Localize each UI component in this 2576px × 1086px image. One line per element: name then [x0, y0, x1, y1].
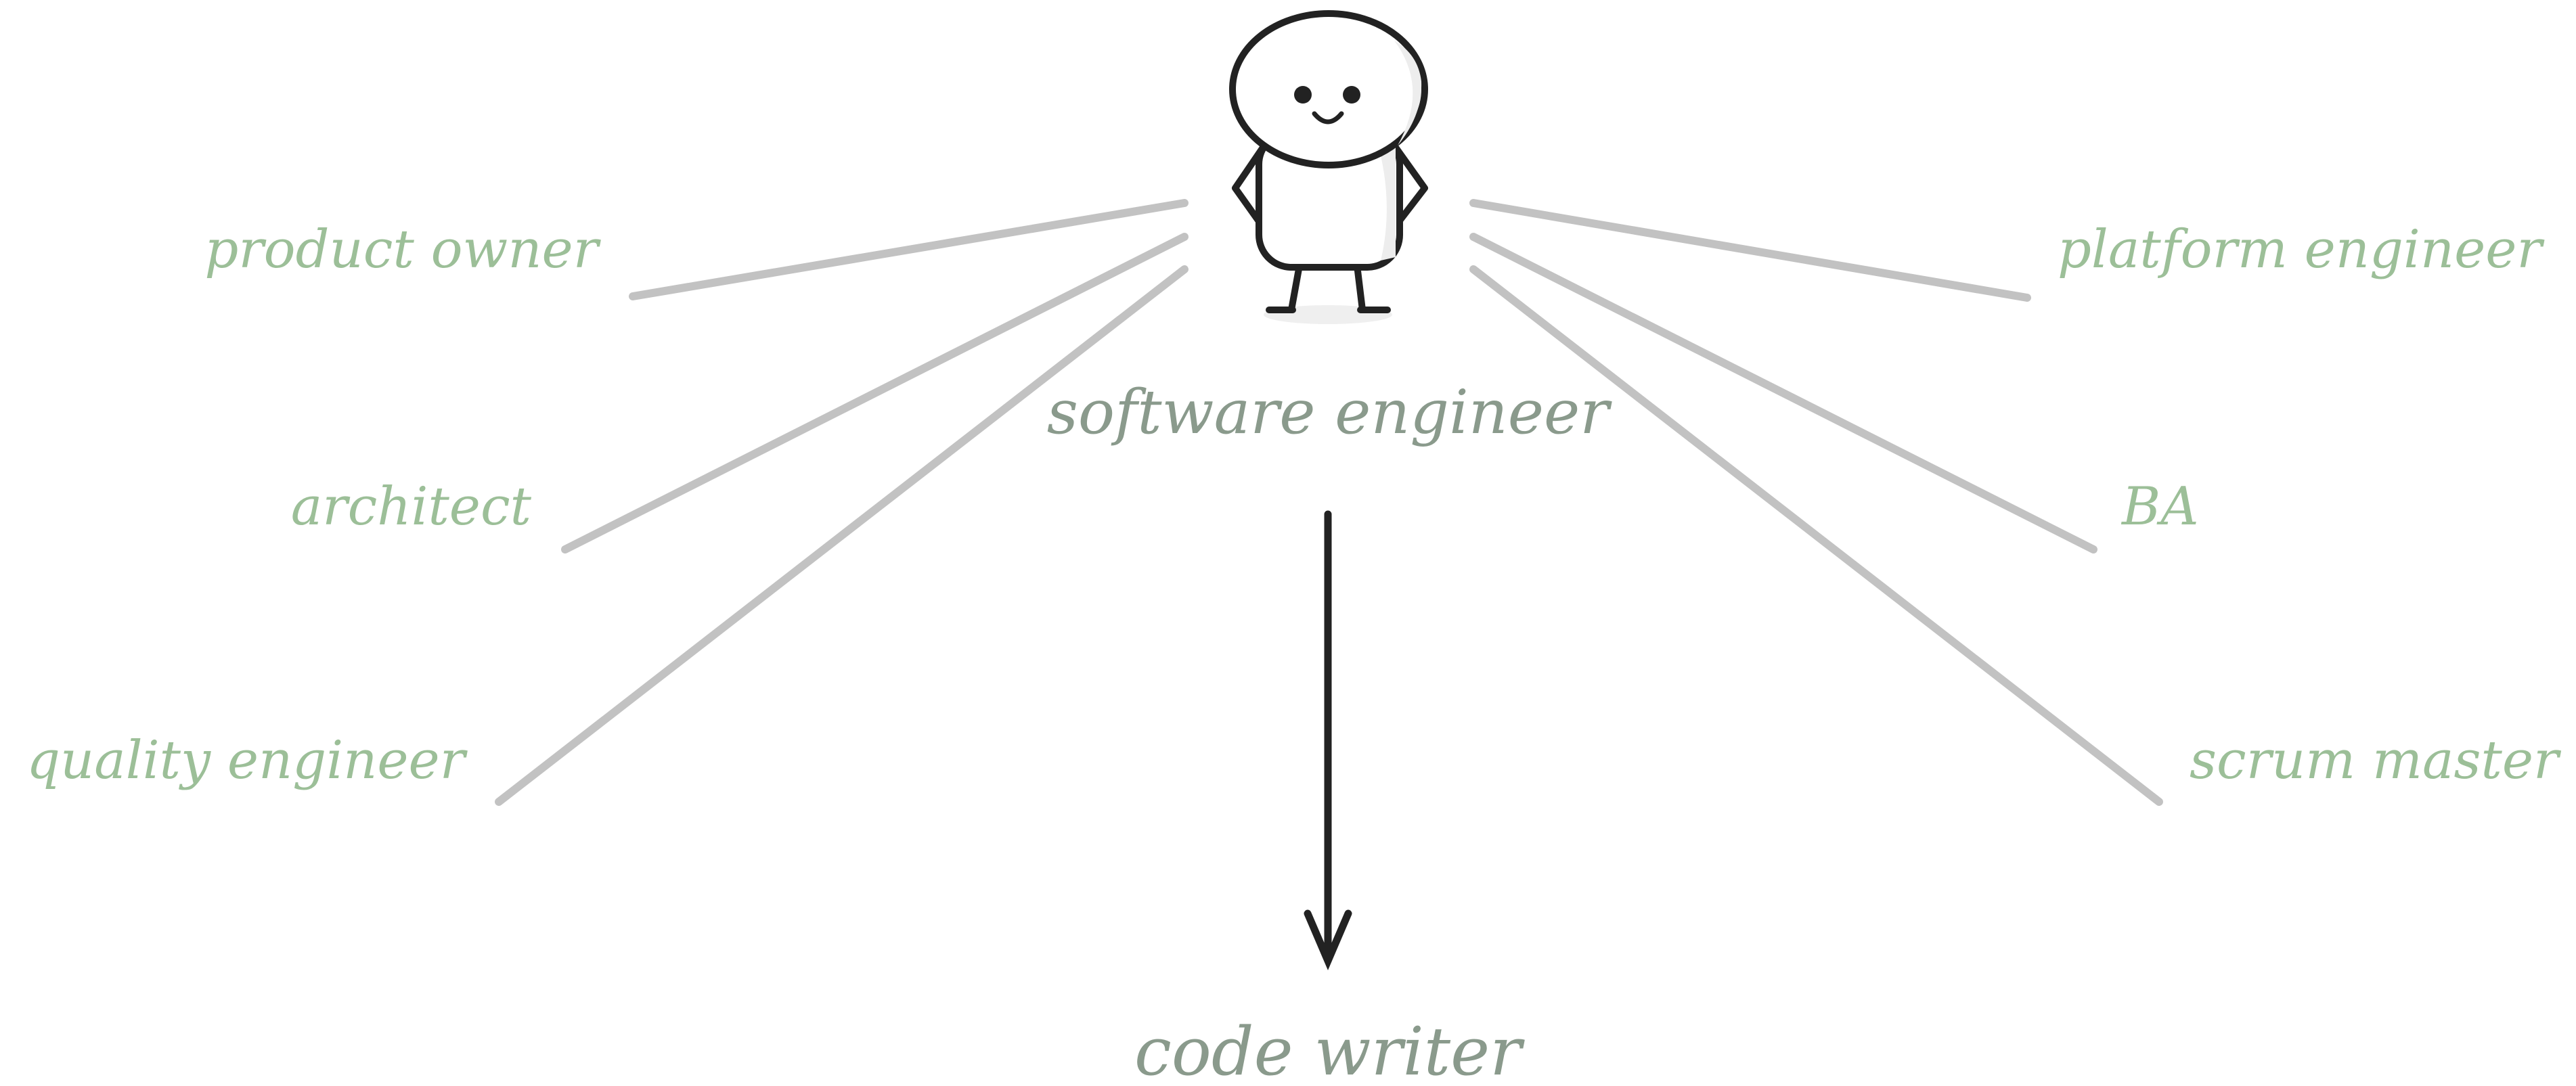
connector-quality-engineer	[495, 265, 1189, 806]
center-label: software engineer	[1047, 377, 1613, 448]
connector-platform-engineer	[1469, 199, 2031, 302]
connector-scrum-master	[1469, 265, 2163, 806]
role-label-architect: architect	[291, 476, 532, 537]
connector-product-owner	[629, 199, 1189, 300]
connectors	[495, 199, 2163, 806]
role-label-product-owner: product owner	[204, 219, 601, 280]
role-label-ba: BA	[2120, 476, 2199, 537]
role-label-platform-engineer: platform engineer	[2058, 219, 2545, 280]
role-label-scrum-master: scrum master	[2190, 730, 2562, 791]
connector-architect	[561, 233, 1189, 553]
connector-ba	[1469, 233, 2097, 553]
stick-figure-icon	[1229, 10, 1428, 324]
role-label-quality-engineer: quality engineer	[26, 730, 468, 791]
result-label: code writer	[1134, 1014, 1525, 1086]
down-arrow-icon	[1304, 510, 1352, 970]
